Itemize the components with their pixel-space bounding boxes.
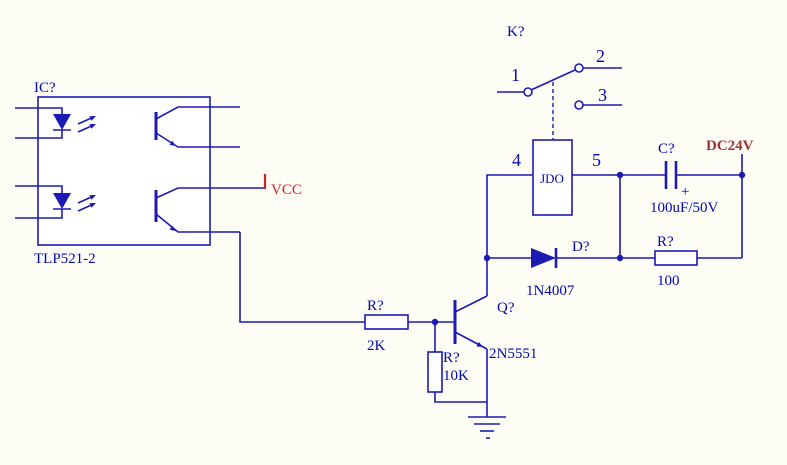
relay-coil-symbol: JDO 4 5 [512,139,601,216]
contact-2-label: 2 [596,46,605,66]
npn-transistor-symbol: Q? 2N5551 [453,295,537,362]
r-base-designator-label: R? [367,298,384,314]
coil-name-label: JDO [540,171,564,186]
light-arrows-icon [77,116,96,133]
r-load-value-label: 100 [657,273,680,289]
diode-symbol: D? 1N4007 [487,239,655,299]
led-symbol [15,107,71,139]
contact-1-label: 1 [511,65,520,85]
switch-blade [530,69,576,91]
phototransistor-symbol [154,187,265,233]
ground-symbol [468,402,506,439]
capacitor-symbol: C? + 100uF/50V [650,141,719,216]
cap-polarity-label: + [681,184,689,200]
relay-switch-symbol: K? 1 2 3 [497,24,622,140]
light-arrows-icon [77,195,96,212]
vcc-power-icon: VCC [263,174,302,198]
coil-pin-4-label: 4 [512,150,521,170]
ic-designator-label: IC? [34,80,56,96]
switch-contact [574,100,584,110]
r-pulldown-designator-label: R? [443,350,460,366]
phototransistor-symbol [154,106,240,148]
optocoupler-ic: IC? TLP521-2 [15,80,265,267]
coil-pin-5-label: 5 [592,150,601,170]
cap-designator-label: C? [658,141,675,157]
switch-contact [574,63,584,73]
r-base-value-label: 2K [367,338,386,354]
resistor-symbol-load: R? 100 [654,234,742,289]
ic-part-label: TLP521-2 [34,251,96,267]
cap-value-label: 100uF/50V [650,200,719,216]
r-pulldown-value-label: 10K [443,368,469,384]
r-load-designator-label: R? [657,234,674,250]
switch-designator-label: K? [507,24,525,40]
q-designator-label: Q? [497,300,515,316]
switch-contact [523,87,533,97]
resistor-symbol-base: R? 2K [364,298,455,354]
diode-part-label: 1N4007 [526,283,575,299]
resistor-symbol-pulldown: R? 10K [427,322,487,403]
vcc-label: VCC [271,182,302,198]
diode-designator-label: D? [572,239,590,255]
contact-3-label: 3 [598,85,607,105]
junction-dots [431,171,746,326]
led-symbol [15,185,71,219]
dc-supply: DC24V [706,138,754,258]
q-part-label: 2N5551 [489,346,537,362]
dc24v-label: DC24V [706,138,754,154]
